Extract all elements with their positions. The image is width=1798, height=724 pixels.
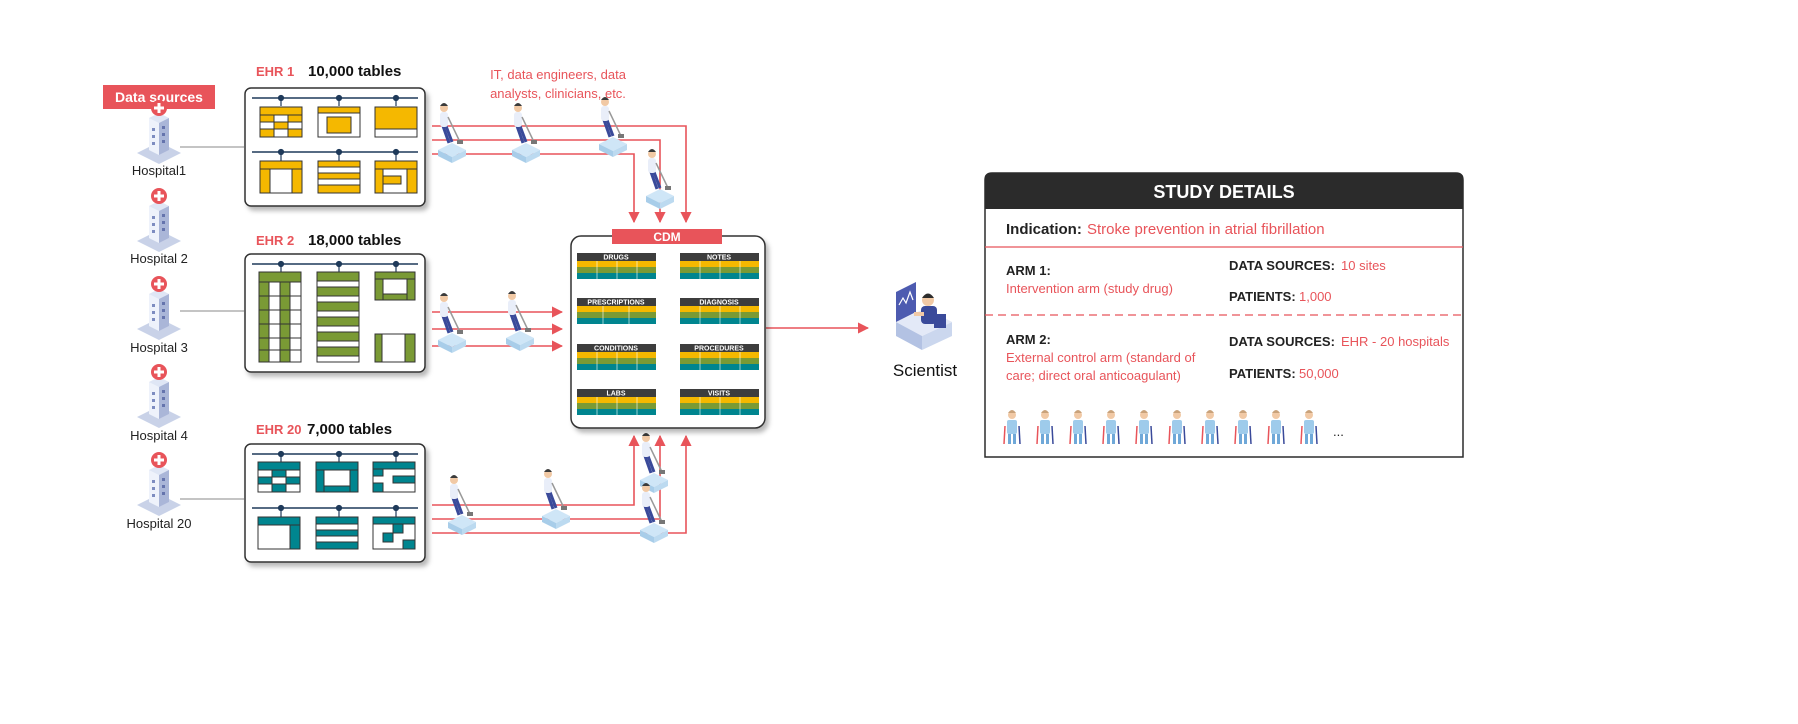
arm-1-title: ARM 1:: [1006, 263, 1051, 278]
ehr-1-tables: 10,000 tables: [308, 63, 401, 80]
arm-2-data-sources-label: DATA SOURCES:: [1229, 334, 1335, 349]
scientist-label: Scientist: [893, 361, 958, 380]
ehr-20-box: [244, 443, 426, 563]
arm-2-description-line-2: care; direct oral anticoagulant): [1006, 368, 1181, 383]
hospital-3-label: Hospital 3: [130, 340, 188, 355]
worker-icon: [436, 101, 468, 165]
worker-icon: [510, 101, 542, 165]
cdm-table-visits-label: VISITS: [708, 391, 731, 398]
arm-2-data-sources-value: EHR - 20 hospitals: [1341, 334, 1450, 349]
cdm-table-diagnosis-label: DIAGNOSIS: [699, 300, 739, 307]
workers-label-line-1: IT, data engineers, data: [490, 67, 627, 82]
ehr-2-tables: 18,000 tables: [308, 232, 401, 249]
cdm-box: CDM DRUGS NOTES PRESCRIPTIONS: [570, 229, 766, 429]
worker-icon: [597, 95, 629, 159]
hospital-2: Hospital 2: [130, 188, 188, 266]
arm-1-data-sources-label: DATA SOURCES:: [1229, 258, 1335, 273]
arm-2-patients-label: PATIENTS:: [1229, 366, 1296, 381]
cdm-table-drugs-label: DRUGS: [603, 255, 629, 262]
cdm-title-badge: [612, 229, 722, 244]
cdm-table-visits: VISITS: [680, 389, 759, 415]
worker-icon: [504, 289, 536, 353]
scientist-icon: [896, 282, 952, 350]
arm-1-description: Intervention arm (study drug): [1006, 281, 1173, 296]
ehr-20-tables: 7,000 tables: [307, 421, 392, 438]
cdm-title: CDM: [653, 230, 680, 244]
indication-value: Stroke prevention in atrial fibrillation: [1087, 221, 1325, 238]
study-details-title: STUDY DETAILS: [1153, 182, 1294, 202]
cdm-table-drugs: DRUGS: [577, 253, 656, 279]
hospital-1-label: Hospital1: [132, 163, 186, 178]
arm-2-title: ARM 2:: [1006, 332, 1051, 347]
indication-label: Indication:: [1006, 221, 1082, 238]
hospital-2-label: Hospital 2: [130, 251, 188, 266]
arm-2-patients-value: 50,000: [1299, 366, 1339, 381]
ehr-1-name: EHR 1: [256, 64, 294, 79]
cdm-table-labs-label: LABS: [606, 391, 625, 398]
arm-1-patients-value: 1,000: [1299, 289, 1332, 304]
arm-1-data-sources-value: 10 sites: [1341, 258, 1386, 273]
hospital-20-icon: [137, 452, 181, 516]
hospital-3: Hospital 3: [130, 276, 188, 355]
worker-icon: [540, 467, 572, 531]
study-details-header: [985, 173, 1463, 209]
cdm-table-diagnosis: DIAGNOSIS: [680, 298, 759, 324]
cdm-table-labs: LABS: [577, 389, 656, 415]
hospital-4-icon: [137, 364, 181, 428]
cdm-table-procedures-label: PROCEDURES: [694, 346, 744, 353]
hospital-1-icon: [137, 100, 181, 164]
hospital-1: Hospital1: [132, 100, 186, 178]
hospital-4: Hospital 4: [130, 364, 188, 443]
data-sources-label: Data sources: [115, 89, 203, 105]
cdm-table-conditions: CONDITIONS: [577, 344, 656, 370]
ehr-2-name: EHR 2: [256, 233, 294, 248]
hospital-20-label: Hospital 20: [126, 516, 191, 531]
arm-1-patients-label: PATIENTS:: [1229, 289, 1296, 304]
ehr-20-name: EHR 20: [256, 422, 302, 437]
cdm-table-notes: NOTES: [680, 253, 759, 279]
ehr-1-box: [244, 87, 426, 207]
worker-icon: [436, 291, 468, 355]
patients-more: ...: [1333, 424, 1344, 439]
cdm-table-prescriptions-label: PRESCRIPTIONS: [587, 300, 645, 307]
hospital-3-icon: [137, 276, 181, 340]
cdm-table-conditions-label: CONDITIONS: [594, 346, 638, 353]
workers-label-line-2: analysts, clinicians, etc.: [490, 86, 626, 101]
cdm-table-procedures: PROCEDURES: [680, 344, 759, 370]
flow-ehr-1: [432, 125, 692, 224]
hospital-2-icon: [137, 188, 181, 252]
study-details-panel: STUDY DETAILS Indication: Stroke prevent…: [984, 172, 1464, 458]
ehr-2-box: [244, 253, 426, 373]
cdm-table-prescriptions: PRESCRIPTIONS: [577, 298, 656, 324]
arm-2-description-line-1: External control arm (standard of: [1006, 350, 1196, 365]
cdm-table-notes-label: NOTES: [707, 255, 731, 262]
hospital-4-label: Hospital 4: [130, 428, 188, 443]
hospital-20: Hospital 20: [126, 452, 192, 531]
